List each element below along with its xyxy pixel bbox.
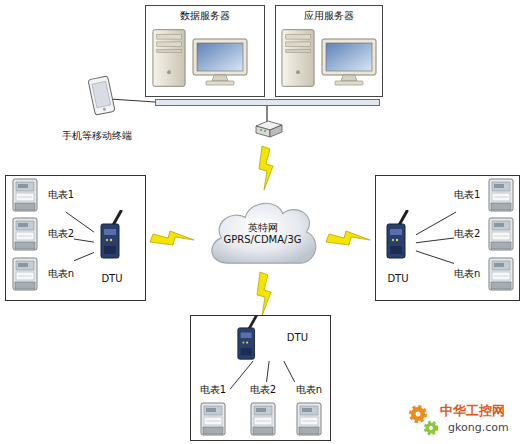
connector-line — [74, 239, 94, 242]
node-text: 英特网 — [248, 222, 278, 234]
node-text: 电表1 — [454, 189, 480, 201]
meter-node: 电表2 — [246, 382, 280, 438]
server-drawing — [146, 6, 265, 97]
connector-line — [416, 251, 454, 264]
connector-line — [416, 238, 454, 243]
node-text: DTU — [387, 273, 408, 285]
cloud-outline — [212, 203, 316, 263]
meter-icon — [201, 403, 225, 435]
server-drawing — [276, 6, 383, 97]
server-box: 应用服务器 — [275, 5, 383, 97]
network-bus — [110, 99, 380, 122]
meter-icon — [489, 218, 513, 250]
meter-group-frame — [376, 176, 520, 301]
meter-icon — [13, 179, 513, 435]
wireless-bolt — [259, 146, 273, 190]
node-text: 电表n — [454, 268, 480, 280]
mobile-terminal-icon — [88, 76, 115, 115]
node-text: 电表n — [48, 268, 74, 280]
node-text: 数据服务器 — [180, 10, 230, 22]
meter-icon — [13, 218, 37, 250]
dtu-node: DTU — [232, 315, 312, 361]
router-icon — [256, 121, 282, 137]
node-text: 电表2 — [454, 228, 480, 240]
connector-line — [267, 361, 270, 382]
node-text: GPRS/CDMA/3G — [223, 234, 301, 246]
watermark-gear — [429, 426, 433, 430]
wireless-bolt — [257, 272, 271, 316]
watermark-text: gkong.com — [448, 422, 509, 434]
node-text: 应用服务器 — [304, 10, 354, 22]
router-icon — [260, 129, 262, 131]
connector-line — [284, 361, 295, 382]
meter-group-frame — [6, 176, 520, 441]
meter-node: 电表1 — [196, 382, 230, 438]
wireless-bolt — [326, 231, 370, 245]
connector-line — [74, 252, 94, 260]
meter-icon — [251, 403, 275, 435]
node-text: 电表2 — [48, 228, 74, 240]
meter-node: 电表1 — [454, 178, 518, 212]
meter-node: 电表2 — [10, 217, 74, 251]
meter-icon — [13, 179, 37, 211]
watermark-gear — [411, 407, 437, 434]
server-box: 数据服务器 — [145, 5, 265, 97]
router-icon — [264, 130, 266, 132]
watermark-gear — [416, 412, 421, 417]
meter-icon — [13, 258, 37, 290]
mobile-terminal-icon — [103, 107, 107, 111]
watermark-gear — [411, 407, 425, 421]
router-icon — [270, 125, 282, 137]
meter-group-frame — [6, 176, 146, 301]
connector-line — [230, 361, 253, 389]
node-text: 电表n — [296, 384, 322, 396]
dtu-node: DTU — [380, 205, 416, 285]
server-drawing — [282, 30, 314, 87]
meter-node: 电表n — [454, 257, 518, 291]
network-bus — [266, 106, 267, 122]
node-text: DTU — [101, 273, 122, 285]
meter-icon — [489, 179, 513, 211]
dtu-icon — [238, 316, 256, 359]
server-drawing — [193, 39, 247, 85]
node-text: 电表1 — [48, 189, 74, 201]
node-text: 手机等移动终端 — [62, 130, 132, 142]
mobile-terminal-icon — [92, 81, 111, 107]
watermark-gear — [426, 423, 437, 434]
meter-node: 电表2 — [454, 217, 518, 251]
meter-icon — [297, 403, 321, 435]
network-bus — [110, 99, 155, 102]
meter-node: 电表n — [10, 257, 74, 291]
meter-node: 电表1 — [10, 178, 74, 212]
node-text: DTU — [287, 332, 308, 344]
meter-group-frame — [191, 316, 331, 441]
wireless-bolt — [150, 231, 194, 245]
mobile-terminal-icon — [88, 76, 115, 115]
dtu-icon — [101, 211, 121, 258]
mobile-terminal: 手机等移动终端 — [52, 76, 142, 142]
network-bus — [156, 100, 380, 106]
meter-icon — [489, 258, 513, 290]
meter-node: 电表n — [292, 382, 326, 438]
wireless-bolt — [150, 146, 370, 316]
internet-cloud: 英特网GPRS/CDMA/3G — [205, 193, 320, 271]
node-text: 电表2 — [250, 384, 276, 396]
router-icon — [256, 126, 270, 137]
server-drawing — [146, 6, 383, 97]
watermark-text: 中华工控网 — [440, 404, 505, 418]
dtu-node: DTU — [94, 205, 130, 285]
dtu-icon — [387, 211, 407, 258]
server-drawing — [322, 39, 376, 85]
node-text: 电表1 — [200, 384, 226, 396]
connector-line — [416, 212, 456, 235]
server-drawing — [153, 30, 185, 87]
